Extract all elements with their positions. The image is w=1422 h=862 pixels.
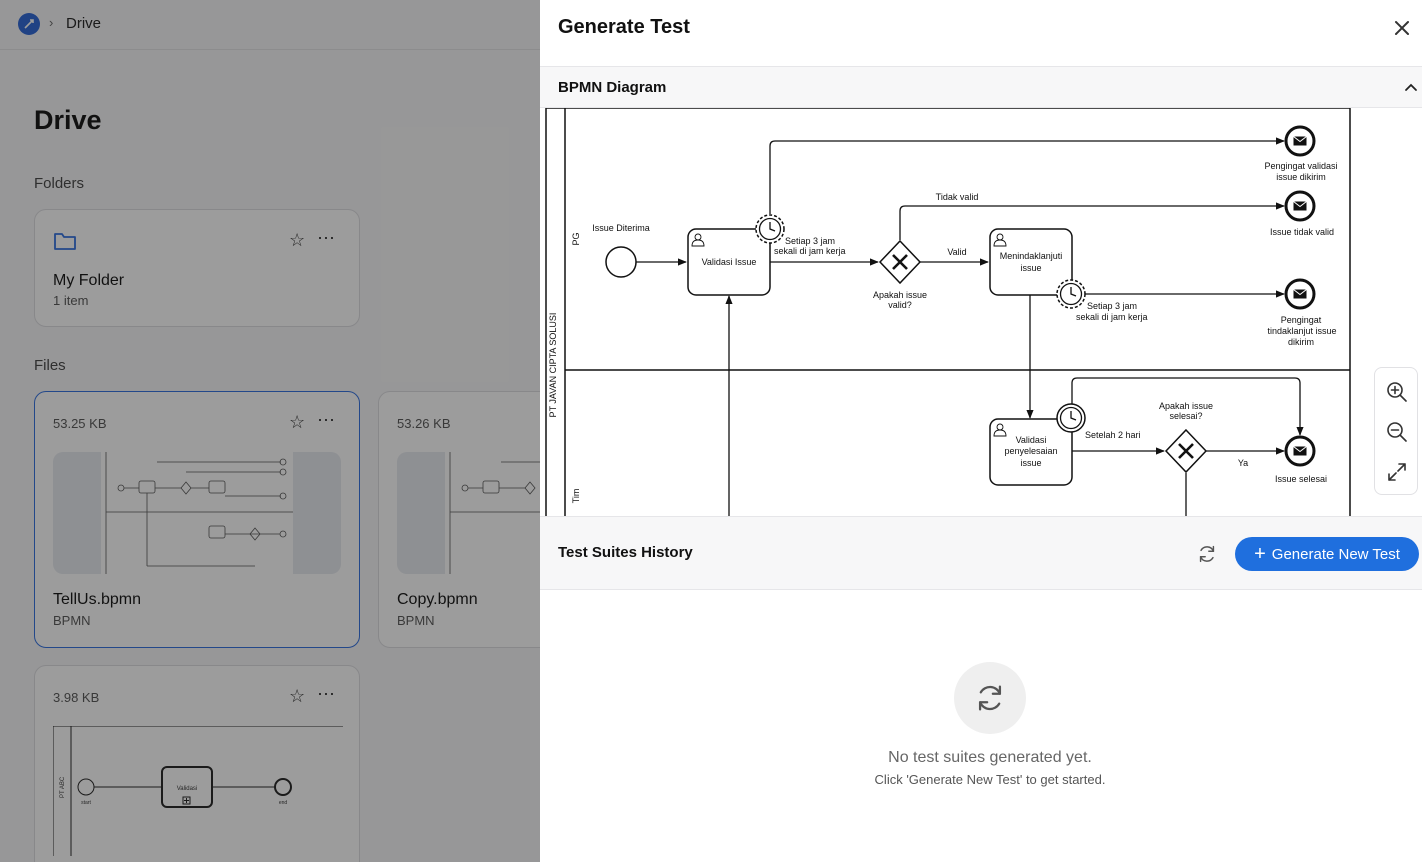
task-validasi-issue[interactable]: [687, 228, 771, 296]
generate-test-drawer: Generate Test BPMN Diagram: [540, 0, 1422, 862]
end-1-label-line2: issue dikirim: [1276, 172, 1326, 182]
breadcrumb-separator-icon: ›: [49, 15, 54, 30]
accordion-title: BPMN Diagram: [558, 79, 667, 96]
empty-state-subtitle: Click 'Generate New Test' to get started…: [874, 772, 1106, 787]
timer-icon[interactable]: [755, 214, 785, 244]
end-4-label: Issue selesai: [1275, 474, 1327, 484]
exclusive-gateway-icon: [1178, 443, 1194, 459]
flow-valid-label: Valid: [947, 247, 966, 257]
more-options-icon[interactable]: ⋯: [317, 228, 336, 248]
flow-tidak-valid-label: Tidak valid: [936, 192, 979, 202]
modal-backdrop[interactable]: [0, 0, 540, 862]
file-thumbnail: [53, 452, 341, 574]
message-end-event-icon[interactable]: [1284, 278, 1316, 310]
task-validasi-penyelesaian[interactable]: [989, 418, 1073, 486]
start-event-label: Issue Diterima: [592, 223, 650, 233]
timer-1-label-line2: sekali di jam kerja: [774, 246, 846, 256]
file-name: TellUs.bpmn: [53, 591, 142, 608]
thumb-lane-label: PT ABC: [60, 776, 66, 798]
bpmn-thumbnail-icon: PT ABC Validasi start end: [53, 726, 343, 856]
more-options-icon[interactable]: ⋯: [317, 410, 336, 430]
file-type: BPMN: [397, 613, 435, 628]
file-type: BPMN: [53, 613, 91, 628]
file-size: 3.98 KB: [53, 690, 100, 705]
task-penyelesaian-line1: Validasi: [1016, 435, 1047, 445]
file-card-tellus[interactable]: 53.25 KB ☆ ⋯: [34, 391, 360, 648]
star-icon[interactable]: ☆: [289, 412, 306, 432]
file-size: 53.25 KB: [53, 416, 107, 431]
timer-2-label-line2: sekali di jam kerja: [1076, 312, 1148, 322]
gateway-2-label-line2: selesai?: [1169, 411, 1202, 421]
end-3-label-line1: Pengingat: [1281, 315, 1322, 325]
breadcrumb-drive[interactable]: Drive: [66, 15, 102, 32]
end-2-label: Issue tidak valid: [1270, 227, 1334, 237]
gateway-2-label-line1: Apakah issue: [1159, 401, 1213, 411]
folder-icon: [54, 233, 76, 250]
end-1-label-line1: Pengingat validasi: [1264, 161, 1337, 171]
folder-name: My Folder: [53, 272, 125, 289]
pool-label: PT JAVAN CIPTA SOLUSI: [548, 313, 558, 418]
timer-1-label-line1: Setiap 3 jam: [785, 236, 835, 246]
generate-new-test-label: Generate New Test: [1271, 545, 1400, 563]
folders-label: Folders: [34, 175, 85, 192]
end-3-label-line2: tindaklanjut issue: [1267, 326, 1336, 336]
zoom-in-icon[interactable]: [1385, 380, 1409, 404]
page-title: Drive: [34, 105, 102, 135]
task-validasi-issue-label: Validasi Issue: [702, 257, 757, 267]
task-menindaklanjuti-line2: issue: [1020, 263, 1041, 273]
thumb-start-label: start: [81, 800, 91, 806]
bpmn-diagram-canvas[interactable]: PT JAVAN CIPTA SOLUSI PG Tim Issue Di: [540, 108, 1422, 516]
bpmn-accordion-header[interactable]: BPMN Diagram: [540, 66, 1422, 108]
star-icon[interactable]: ☆: [289, 686, 306, 706]
message-end-event-icon[interactable]: [1284, 125, 1316, 157]
lane-tim-label: Tim: [571, 489, 581, 504]
history-title: Test Suites History: [558, 544, 693, 561]
exclusive-gateway-icon: [892, 254, 908, 270]
message-end-event-icon[interactable]: [1284, 435, 1316, 467]
app-logo-icon[interactable]: [18, 13, 40, 35]
files-label: Files: [34, 357, 66, 374]
test-suites-history-bar: Test Suites History + Generate New Test: [540, 516, 1422, 590]
zoom-controls: [1374, 367, 1418, 495]
fit-view-icon[interactable]: [1385, 460, 1409, 484]
more-options-icon[interactable]: ⋯: [317, 684, 336, 704]
plus-icon: +: [1254, 543, 1266, 565]
task-menindaklanjuti-line1: Menindaklanjuti: [1000, 251, 1063, 261]
folder-count: 1 item: [53, 293, 89, 308]
empty-state-refresh-icon: [954, 662, 1026, 734]
end-3-label-line3: dikirim: [1288, 337, 1314, 347]
file-name: Copy.bpmn: [397, 591, 478, 608]
flow-ya-label: Ya: [1238, 458, 1248, 468]
drawer-title: Generate Test: [558, 16, 690, 38]
file-card-small[interactable]: 3.98 KB ☆ ⋯ PT ABC Validasi start end: [34, 665, 360, 862]
gateway-1-label-line2: valid?: [888, 300, 912, 310]
task-penyelesaian-line3: issue: [1020, 458, 1041, 468]
timer-3-label: Setelah 2 hari: [1085, 430, 1141, 440]
start-event[interactable]: [605, 246, 637, 278]
task-penyelesaian-line2: penyelesaian: [1004, 446, 1057, 456]
lane-pg-label: PG: [571, 232, 581, 245]
chevron-up-icon[interactable]: [1404, 81, 1418, 95]
zoom-out-icon[interactable]: [1385, 420, 1409, 444]
folder-card[interactable]: ☆ ⋯ My Folder 1 item: [34, 209, 360, 327]
timer-icon[interactable]: [1056, 403, 1086, 433]
timer-icon[interactable]: [1056, 279, 1086, 309]
generate-new-test-button[interactable]: + Generate New Test: [1235, 537, 1419, 571]
close-icon[interactable]: [1390, 16, 1414, 40]
thumb-end-label: end: [279, 800, 288, 806]
task-menindaklanjuti[interactable]: [989, 228, 1073, 296]
gateway-1-label-line1: Apakah issue: [873, 290, 927, 300]
star-icon[interactable]: ☆: [289, 230, 306, 250]
message-end-event-icon[interactable]: [1284, 190, 1316, 222]
timer-2-label-line1: Setiap 3 jam: [1087, 301, 1137, 311]
empty-state-title: No test suites generated yet.: [888, 749, 1092, 766]
thumb-task-label: Validasi: [177, 786, 198, 792]
bpmn-diagram: PT JAVAN CIPTA SOLUSI PG Tim Issue Di: [545, 108, 1351, 516]
bpmn-thumbnail-icon: [101, 452, 293, 574]
file-size: 53.26 KB: [397, 416, 451, 431]
refresh-icon[interactable]: [1196, 543, 1218, 565]
